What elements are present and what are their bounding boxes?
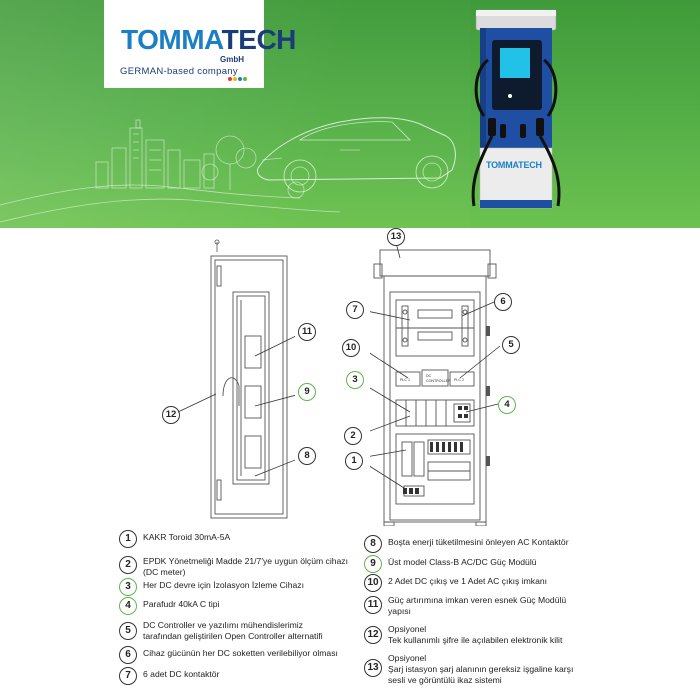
- legend-text: Boşta enerji tüketilmesini önleyen AC Ko…: [388, 537, 569, 547]
- callout-7: 7: [346, 301, 364, 319]
- label-dc-controller-1: DC: [426, 374, 432, 378]
- legend-number: 3: [119, 578, 137, 596]
- legend-text: Güç artırımına imkan veren esnek Güç Mod…: [388, 595, 567, 616]
- legend-text: Opsiyonel Şarj istasyon şarj alanının ge…: [388, 653, 574, 685]
- legend-number: 11: [364, 596, 382, 614]
- logo-wordmark: TOMMATECH: [121, 24, 296, 55]
- callout-8: 8: [298, 447, 316, 465]
- legend-number: 10: [364, 574, 382, 592]
- callout-6: 6: [494, 293, 512, 311]
- legend-number: 5: [119, 622, 137, 640]
- legend-text: 2 Adet DC çıkış ve 1 Adet AC çıkış imkan…: [388, 576, 548, 586]
- callout-12-leader: [177, 393, 217, 413]
- callout-1: 1: [345, 452, 363, 470]
- logo-flag-dots: [228, 68, 248, 86]
- legend-number: 1: [119, 530, 137, 548]
- callout-9: 9: [298, 383, 316, 401]
- logo-tagline: GERMAN-based company: [120, 66, 238, 77]
- legend-text: Parafudr 40kA C tipi: [143, 599, 220, 609]
- city-car-illustration: [0, 117, 456, 223]
- label-plc2: PLC 2: [454, 378, 464, 382]
- legend-number: 4: [119, 597, 137, 615]
- label-dc-controller-2: CONTROLLER: [426, 379, 451, 383]
- callout-10: 10: [342, 339, 360, 357]
- legend-text: DC Controller ve yazılımı mühendislerimi…: [143, 620, 323, 641]
- legend-text: Opsiyonel Tek kullanımlı şifre ile açıla…: [388, 624, 563, 645]
- callout-5: 5: [502, 336, 520, 354]
- charger-brand-label: TOMMATECH: [486, 160, 542, 170]
- callout-12: 12: [162, 406, 180, 424]
- brand-logo: TOMMATECH GmbH GERMAN-based company: [104, 0, 296, 88]
- legend-number: 13: [364, 659, 382, 677]
- legend-number: 6: [119, 646, 137, 664]
- logo-suffix: GmbH: [220, 55, 244, 64]
- callout-13: 13: [387, 228, 405, 246]
- legend-text: EPDK Yönetmeliği Madde 21/7'ye uygun ölç…: [143, 556, 348, 577]
- side-view-drawing: [210, 239, 295, 519]
- legend-text: Üst model Class-B AC/DC Güç Modülü: [388, 557, 537, 567]
- legend-text: KAKR Toroid 30mA-5A: [143, 532, 231, 542]
- legend-text: Her DC devre için İzolasyon İzleme Cihaz…: [143, 580, 304, 590]
- callout-4: 4: [498, 396, 516, 414]
- callout-11: 11: [298, 323, 316, 341]
- legend-number: 2: [119, 556, 137, 574]
- hero-banner: TOMMATECH GmbH GERMAN-based company TOMM: [0, 0, 700, 228]
- legend-text: Cihaz gücünün her DC soketten verilebili…: [143, 648, 338, 658]
- charger-illustration: [471, 9, 561, 209]
- legend-number: 9: [364, 555, 382, 573]
- callout-2: 2: [344, 427, 362, 445]
- callout-3: 3: [346, 371, 364, 389]
- legend-number: 7: [119, 667, 137, 685]
- legend-number: 8: [364, 535, 382, 553]
- legend-text: 6 adet DC kontaktör: [143, 669, 220, 679]
- legend-number: 12: [364, 626, 382, 644]
- front-view-drawing: [370, 238, 501, 526]
- label-plc1: PLC 1: [400, 378, 410, 382]
